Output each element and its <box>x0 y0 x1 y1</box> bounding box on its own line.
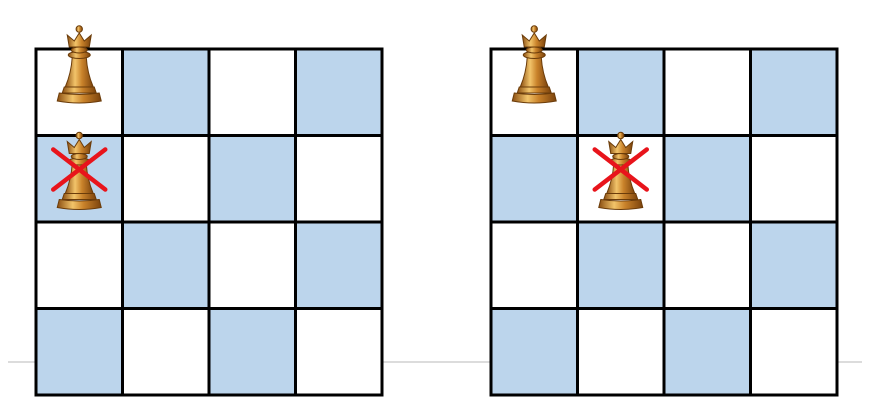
grid-lines <box>34 47 384 397</box>
cross-mark <box>51 147 108 192</box>
board-squares <box>36 49 382 395</box>
light-square <box>295 135 382 222</box>
cross-mark <box>592 147 649 192</box>
dark-square <box>209 308 296 395</box>
light-square <box>750 135 837 222</box>
light-square <box>209 222 296 309</box>
dark-square <box>209 135 296 222</box>
dark-square <box>664 308 751 395</box>
queen-piece <box>56 25 102 104</box>
board-squares <box>491 49 837 395</box>
light-square <box>664 49 751 136</box>
light-square <box>36 222 123 309</box>
dark-square <box>750 49 837 136</box>
dark-square <box>295 222 382 309</box>
light-square <box>295 308 382 395</box>
light-square <box>122 308 209 395</box>
dark-square <box>577 49 664 136</box>
dark-square <box>122 222 209 309</box>
grid-lines <box>489 47 839 397</box>
dark-square <box>36 308 123 395</box>
light-square <box>750 308 837 395</box>
queen-piece <box>511 25 557 104</box>
light-square <box>209 49 296 136</box>
dark-square <box>491 308 578 395</box>
light-square <box>491 222 578 309</box>
dark-square <box>295 49 382 136</box>
dark-square <box>491 135 578 222</box>
dark-square <box>577 222 664 309</box>
queen-piece-crossed <box>51 131 108 210</box>
chess-board-left <box>34 25 384 397</box>
light-square <box>577 308 664 395</box>
chess-board-right <box>489 25 839 397</box>
light-square <box>122 135 209 222</box>
light-square <box>664 222 751 309</box>
queen-piece-crossed <box>592 131 649 210</box>
dark-square <box>664 135 751 222</box>
dark-square <box>750 222 837 309</box>
dark-square <box>122 49 209 136</box>
